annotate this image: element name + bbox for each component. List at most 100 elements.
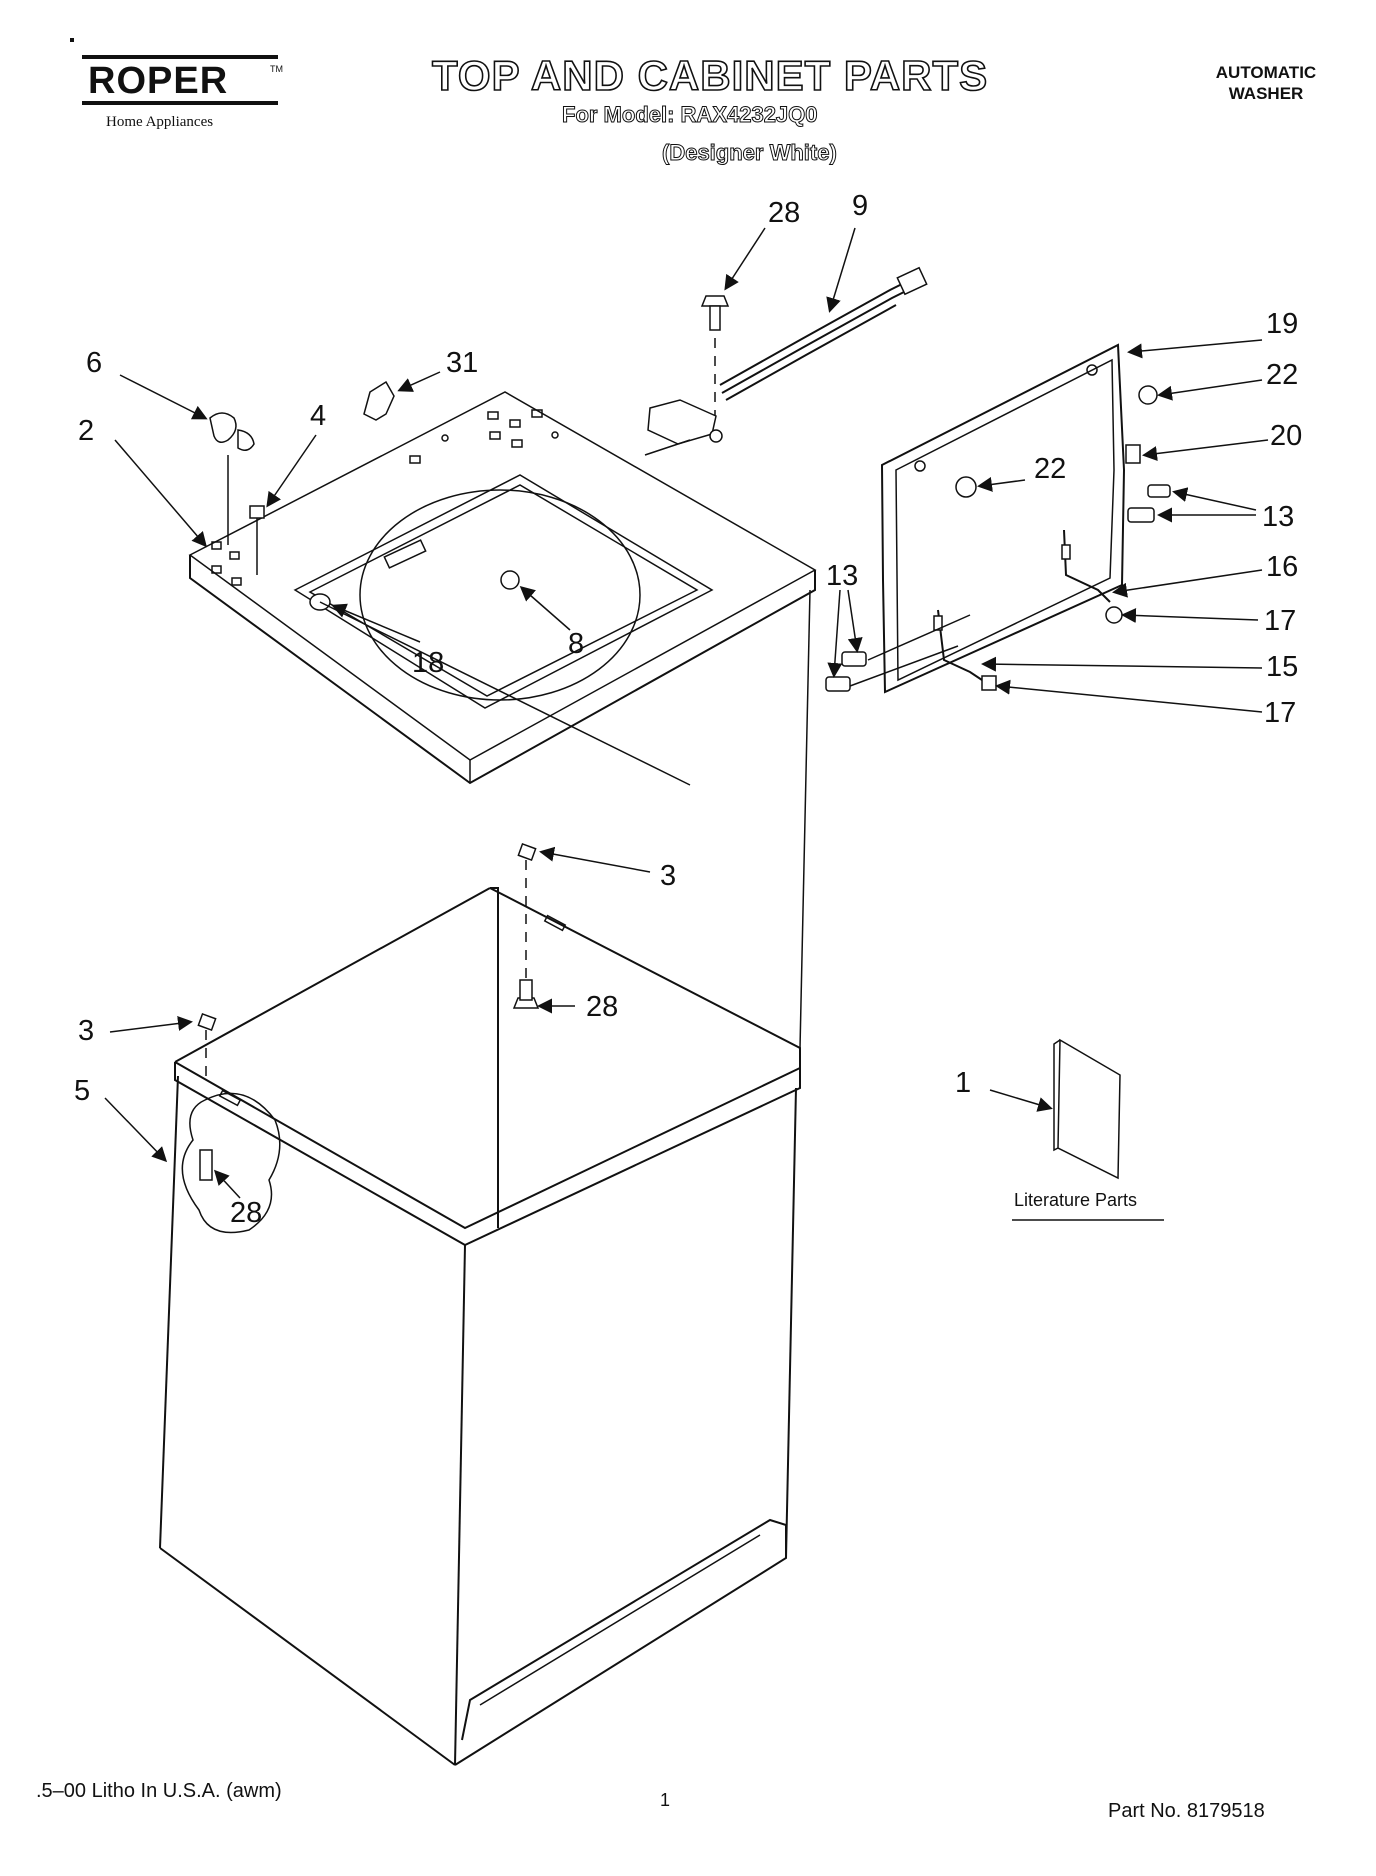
callout-3b: 3 xyxy=(78,1015,94,1047)
mount-hole xyxy=(509,419,521,428)
callout-1: 1 xyxy=(955,1067,971,1099)
page-title: TOP AND CABINET PARTS xyxy=(431,51,989,100)
literature-parts-label: Literature Parts xyxy=(1014,1190,1138,1210)
product-type-line-2: WASHER xyxy=(1228,84,1304,103)
lid-opening-inner xyxy=(308,484,699,697)
mount-hole xyxy=(409,455,421,464)
callout-22b: 22 xyxy=(1034,453,1066,485)
callout-13: 13 xyxy=(1262,501,1294,533)
callout-19: 19 xyxy=(1266,308,1298,340)
part-13-screw-a xyxy=(1147,484,1171,498)
callout-3: 3 xyxy=(660,860,676,892)
cabinet-front-left-edge xyxy=(159,1075,179,1549)
mount-hole xyxy=(231,577,242,586)
part-9-wire-harness xyxy=(647,266,928,445)
part-17-nut-lower xyxy=(981,675,997,691)
part-13-screw-b xyxy=(1127,507,1155,523)
mount-hole xyxy=(229,551,240,560)
cabinet-toe-kick xyxy=(454,1518,787,1766)
part-16-wire xyxy=(1063,529,1111,603)
callout-16: 16 xyxy=(1266,551,1298,583)
brand-subtitle: Home Appliances xyxy=(106,114,214,130)
wire-terminal xyxy=(933,615,943,631)
callout-4: 4 xyxy=(310,400,326,432)
callout-17: 17 xyxy=(1264,605,1296,637)
cabinet-left-top-edge xyxy=(174,887,491,1063)
callout-13b: 13 xyxy=(826,560,858,592)
callout-numbers: 28 9 6 31 19 22 2 4 20 22 13 16 13 17 8 … xyxy=(74,190,1302,1229)
frame-hole xyxy=(1086,364,1098,376)
brand-logo-frame xyxy=(82,55,278,105)
part-13-screw-d xyxy=(825,676,851,692)
callout-22: 22 xyxy=(1266,359,1298,391)
callout-17b: 17 xyxy=(1264,697,1296,729)
cabinet-cutaway xyxy=(181,1092,281,1234)
cabinet-back-edges xyxy=(489,887,801,1228)
callout-9: 9 xyxy=(852,190,868,222)
frame-hole xyxy=(914,460,926,472)
callout-6: 6 xyxy=(86,347,102,379)
part-22-plug-upper xyxy=(1138,385,1158,405)
console-frame-outer xyxy=(880,343,1126,694)
callout-28: 28 xyxy=(768,197,800,229)
cabinet-toe-kick-inner xyxy=(479,1534,761,1706)
callout-8: 8 xyxy=(568,628,584,660)
console-frame-inner xyxy=(895,358,1115,682)
footer-litho: .5–00 Litho In U.S.A. (awm) xyxy=(36,1780,282,1802)
cabinet-top-rim xyxy=(174,1061,801,1230)
part-28-cabinet-screw xyxy=(199,1149,213,1181)
edition-line: (Designer White) xyxy=(662,140,838,166)
top-panel xyxy=(188,391,817,785)
lid-opening xyxy=(293,474,714,709)
callout-2: 2 xyxy=(78,415,94,447)
callout-5: 5 xyxy=(74,1075,90,1107)
footer-part-number: Part No. 8179518 xyxy=(1108,1800,1265,1822)
product-type-line-1: AUTOMATIC xyxy=(1215,63,1317,82)
callout-18: 18 xyxy=(412,647,444,679)
part-20-clip xyxy=(1125,444,1141,464)
mount-hole xyxy=(531,409,543,418)
footer-page-number: 1 xyxy=(660,1790,671,1810)
assembly-guide-line xyxy=(799,589,811,1049)
harness-leader xyxy=(644,439,691,456)
assembly-guide-line xyxy=(319,601,691,786)
callout-31: 31 xyxy=(446,347,478,379)
cabinet-slot xyxy=(543,914,567,932)
mount-hole xyxy=(441,434,449,442)
mount-hole xyxy=(487,411,499,420)
cabinet-slot xyxy=(218,1089,242,1107)
part-13-screw-c xyxy=(841,651,867,667)
part-4-clip xyxy=(249,505,265,519)
cabinet xyxy=(159,887,801,1766)
mount-hole xyxy=(489,431,501,440)
part-6-clip xyxy=(209,412,255,451)
mount-hole xyxy=(211,541,222,550)
cabinet-right-edge xyxy=(785,1087,797,1559)
model-line: For Model: RAX4232JQ0 xyxy=(562,102,819,128)
wire-terminal xyxy=(1061,544,1071,560)
callout-20: 20 xyxy=(1270,420,1302,452)
mount-hole xyxy=(551,431,559,439)
mount-hole xyxy=(211,565,222,574)
callout-15: 15 xyxy=(1266,651,1298,683)
part-22-plug-lower xyxy=(955,476,977,498)
part-3-clip-front xyxy=(197,1013,217,1031)
part-31-bracket xyxy=(363,380,395,421)
callout-leaders xyxy=(104,227,1269,1199)
lid-slot xyxy=(383,539,427,569)
tub-opening xyxy=(359,489,641,701)
part-8-screw xyxy=(500,570,520,590)
console-frame xyxy=(825,343,1171,694)
part-1-literature xyxy=(1053,1038,1121,1180)
cabinet-bottom-left-edge xyxy=(159,1547,456,1766)
part-15-wire xyxy=(937,609,986,683)
callout-28b: 28 xyxy=(586,991,618,1023)
registration-mark xyxy=(70,38,74,42)
product-type: AUTOMATIC WASHER xyxy=(1196,62,1336,104)
brand-logo: ROPER xyxy=(88,60,229,102)
mount-hole xyxy=(511,439,523,448)
screw-guide-line xyxy=(867,614,971,661)
part-3-clip-back xyxy=(517,843,537,861)
